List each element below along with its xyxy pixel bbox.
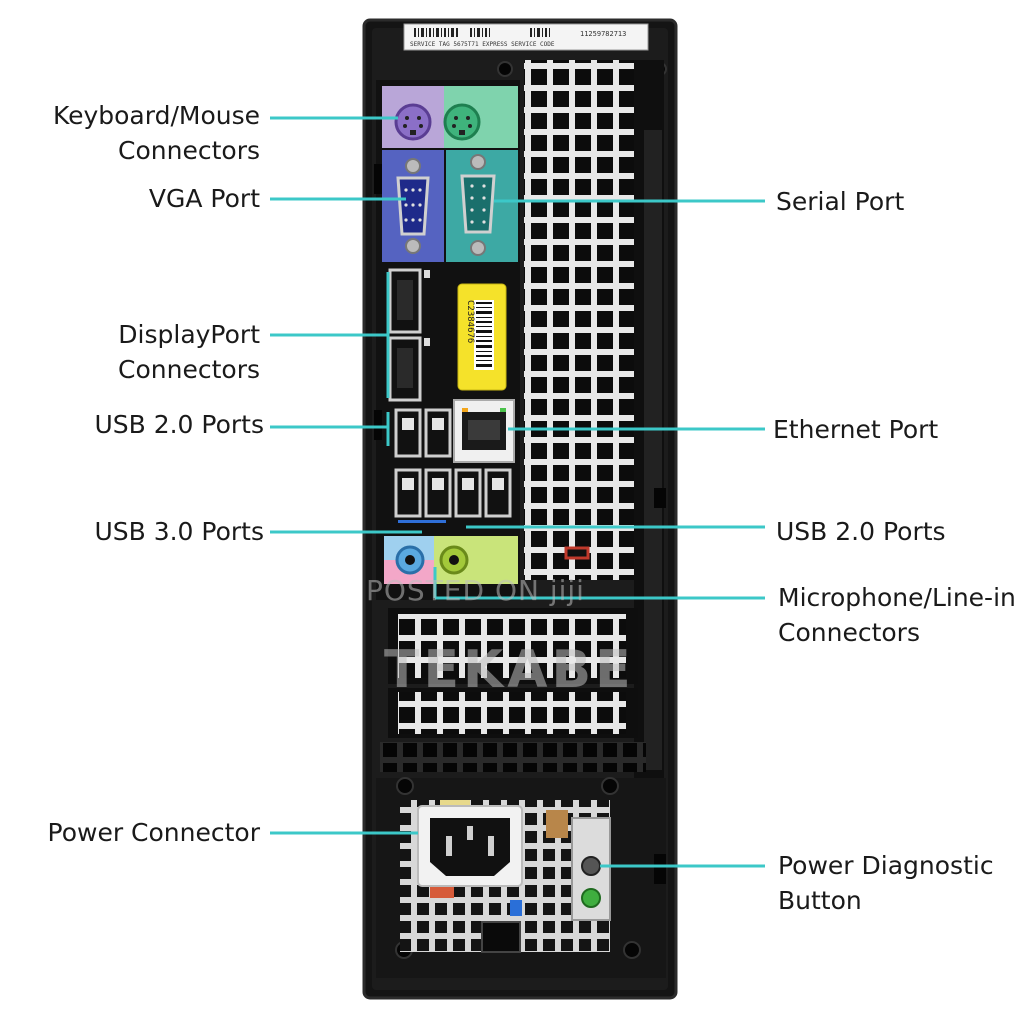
ventilation-grill <box>524 60 634 580</box>
label-line: VGA Port <box>148 184 260 213</box>
label-line: Power Diagnostic <box>778 851 994 880</box>
label-power-diagnostic: Power Diagnostic Button <box>778 848 994 918</box>
label-line: Serial Port <box>776 187 905 216</box>
sticker-text: C2384676 <box>465 300 475 343</box>
label-line: Button <box>778 886 862 915</box>
label-line: Connectors <box>118 355 260 384</box>
label-line: USB 2.0 Ports <box>94 410 264 439</box>
ps2-keyboard-port <box>394 103 432 141</box>
label-ethernet: Ethernet Port <box>773 412 938 447</box>
callout-lines <box>270 116 765 868</box>
label-usb20-left: USB 2.0 Ports <box>94 407 264 442</box>
label-serial: Serial Port <box>776 184 904 219</box>
usb30-port-2 <box>424 468 452 518</box>
label-keyboard-mouse: Keyboard/Mouse Connectors <box>53 98 260 168</box>
power-diagnostic-led <box>581 888 601 908</box>
label-line: Keyboard/Mouse <box>52 101 260 130</box>
usb30-port-1 <box>394 468 422 518</box>
label-power-connector: Power Connector <box>48 815 260 850</box>
ps2-mouse-port <box>443 103 481 141</box>
usb20-port-3 <box>454 468 482 518</box>
usb20-port-2 <box>424 408 452 458</box>
label-usb30: USB 3.0 Ports <box>94 514 264 549</box>
usb20-port-1 <box>394 408 422 458</box>
label-line: Ethernet Port <box>773 415 939 444</box>
usb20-port-4 <box>484 468 512 518</box>
label-line: Microphone/Line-in <box>778 583 1016 612</box>
label-displayport: DisplayPort Connectors <box>118 317 260 387</box>
label-usb20-right: USB 2.0 Ports <box>776 514 946 549</box>
service-tag-number: 11259782713 <box>580 30 626 38</box>
label-line: Power Connector <box>47 818 260 847</box>
label-line: DisplayPort <box>118 320 260 349</box>
serial-port <box>460 174 496 234</box>
service-tag-text: SERVICE TAG 5675T71 EXPRESS SERVICE CODE <box>410 41 555 48</box>
label-line: Connectors <box>778 618 920 647</box>
label-line: Connectors <box>118 136 260 165</box>
label-vga: VGA Port <box>149 181 260 216</box>
label-line: USB 2.0 Ports <box>776 517 946 546</box>
label-mic-line-in: Microphone/Line-in Connectors <box>778 580 1016 650</box>
label-line: USB 3.0 Ports <box>94 517 264 546</box>
